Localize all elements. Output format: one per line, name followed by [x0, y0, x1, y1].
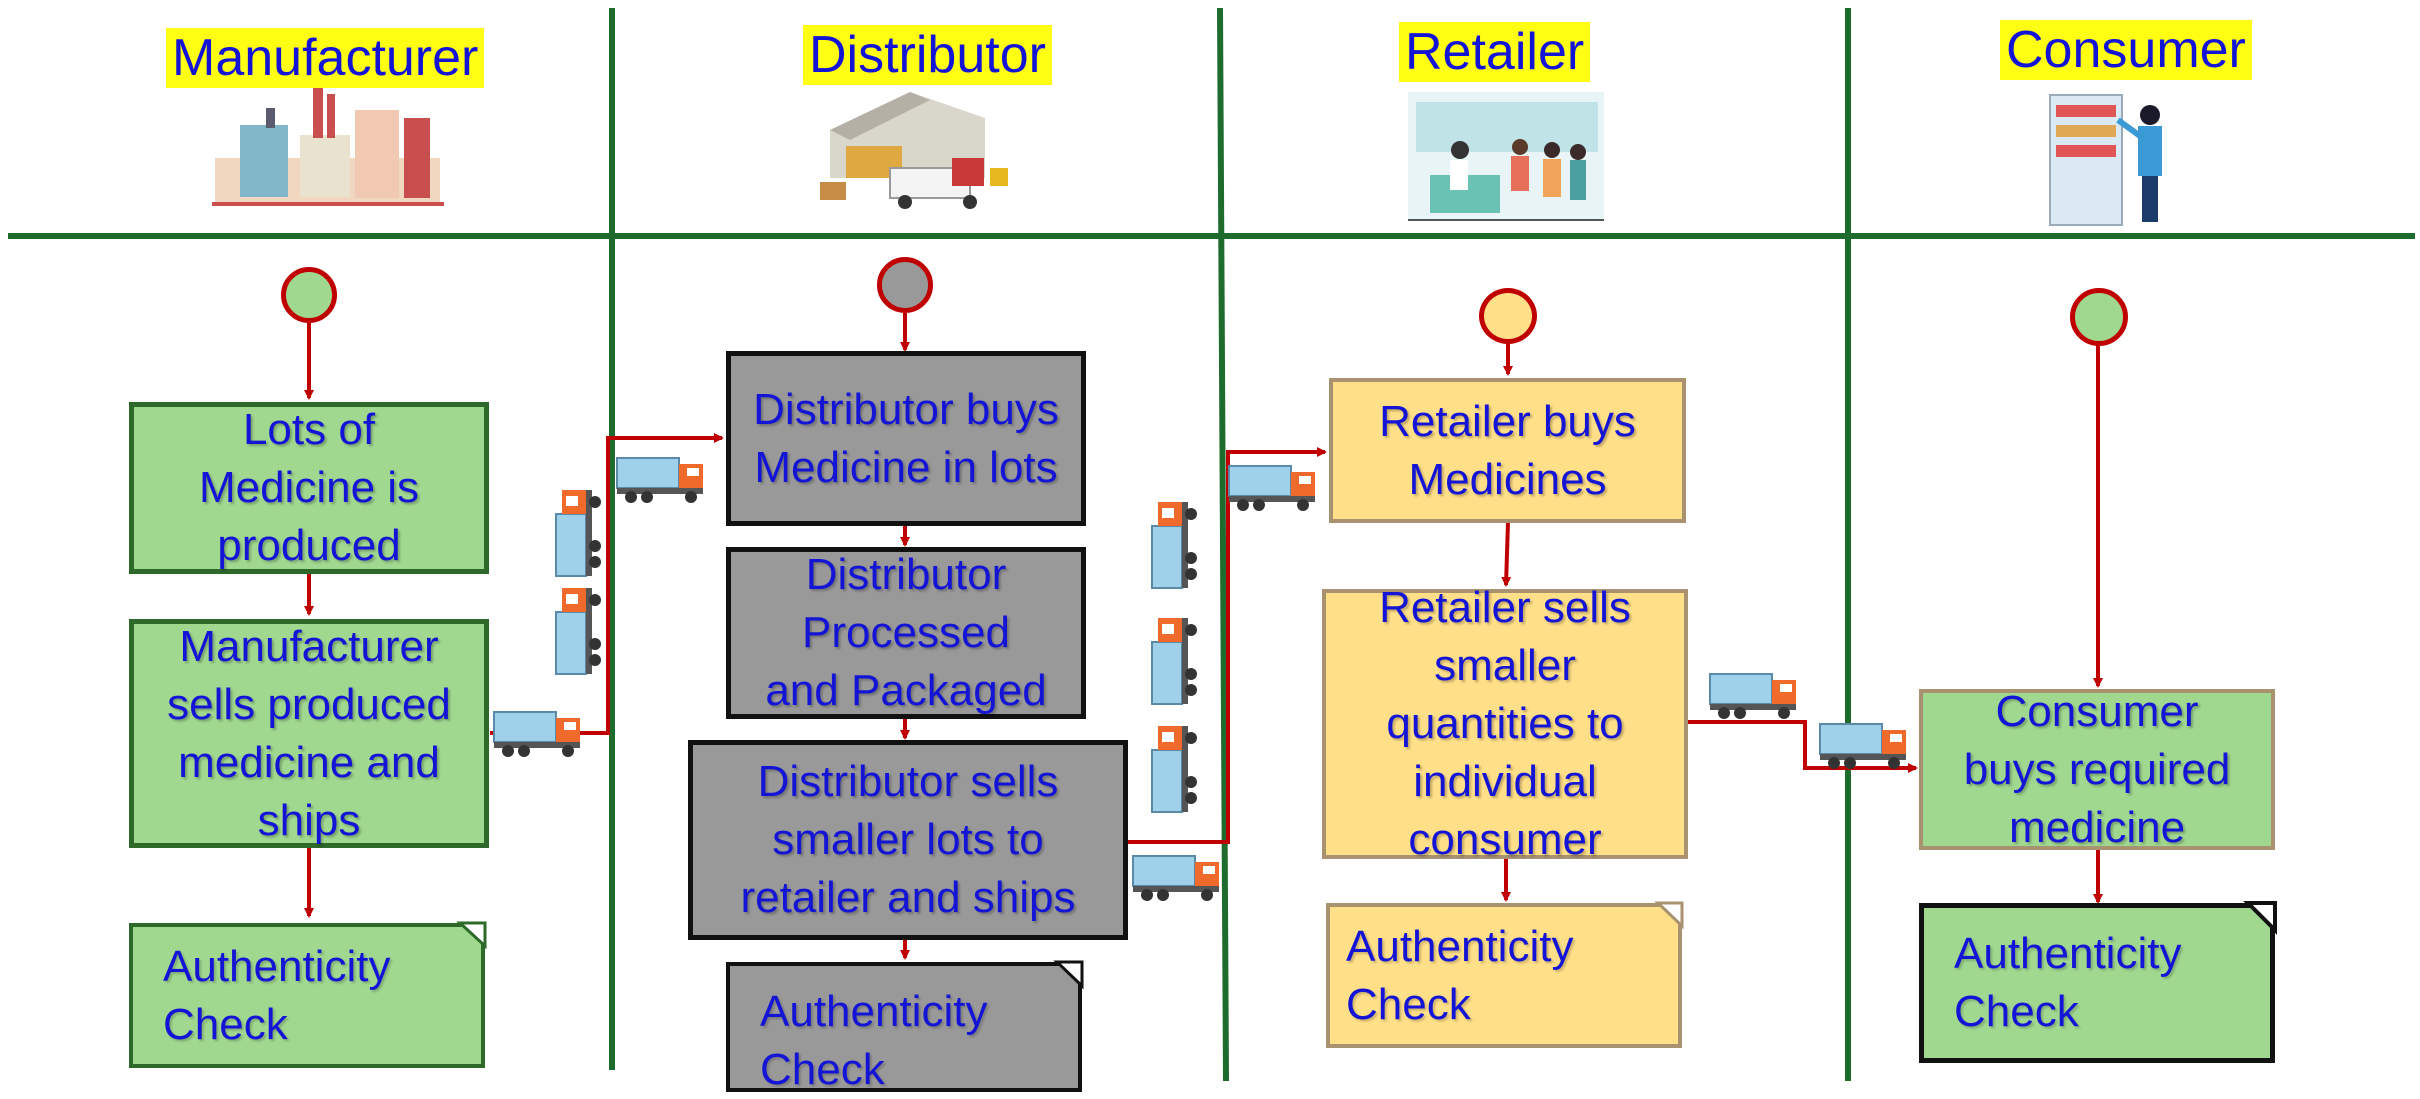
lane-title-distributor: Distributor	[803, 25, 1052, 85]
authenticity-check-consumer: Authenticity Check	[1919, 903, 2275, 1063]
lane-divider-2	[1217, 7, 1229, 1081]
truck-icon	[1819, 723, 1907, 770]
step-distributor-buys: Distributor buys Medicine in lots	[726, 351, 1086, 526]
step-retailer-sells: Retailer sells smaller quantities to ind…	[1322, 583, 1688, 864]
lane-title-consumer: Consumer	[2000, 20, 2252, 80]
truck-icon	[1151, 501, 1198, 589]
lane-title-manufacturer: Manufacturer	[166, 28, 485, 88]
warehouse-icon	[820, 92, 1008, 209]
authenticity-check-manufacturer: Authenticity Check	[129, 923, 485, 1068]
lane-illustrations	[212, 88, 2162, 226]
step-retailer-buys: Retailer buys Medicines	[1329, 378, 1686, 523]
start-node-distributor	[877, 257, 933, 313]
truck-icon	[1132, 855, 1220, 902]
authenticity-check-retailer: Authenticity Check	[1326, 903, 1682, 1048]
truck-icon	[616, 457, 704, 504]
pharmacy-store-icon	[1408, 92, 1604, 221]
lane-title-retailer: Retailer	[1399, 22, 1591, 82]
step-medicine-produced: Lots of Medicine is produced	[129, 402, 489, 574]
start-node-consumer	[2070, 288, 2128, 346]
step-manufacturer-sells: Manufacturer sells produced medicine and…	[129, 619, 489, 848]
step-distributor-sells: Distributor sells smaller lots to retail…	[688, 740, 1128, 940]
truck-icon	[1151, 725, 1198, 813]
truck-icon	[1151, 617, 1198, 705]
truck-icon	[555, 587, 602, 675]
step-distributor-processed: Distributor Processed and Packaged	[726, 547, 1086, 719]
start-node-retailer	[1479, 288, 1537, 344]
factory-icon	[212, 88, 444, 206]
shopper-icon	[2049, 94, 2162, 226]
truck-icon	[493, 711, 581, 758]
truck-icon	[1709, 673, 1797, 720]
truck-icon	[1228, 465, 1316, 512]
start-node-manufacturer	[281, 267, 337, 323]
truck-icon	[555, 489, 602, 577]
step-consumer-buys: Consumer buys required medicine	[1919, 687, 2275, 852]
